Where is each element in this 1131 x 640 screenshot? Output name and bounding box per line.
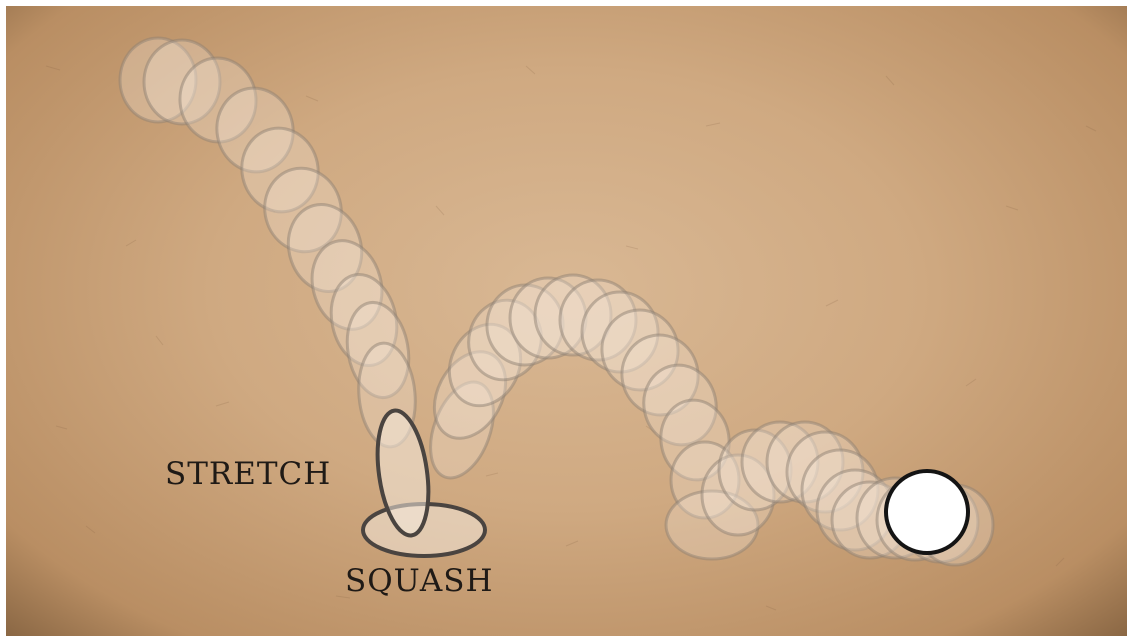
- ball: [886, 471, 968, 553]
- stretch-label: STRETCH: [165, 456, 331, 492]
- squash-label: SQUASH: [345, 563, 493, 599]
